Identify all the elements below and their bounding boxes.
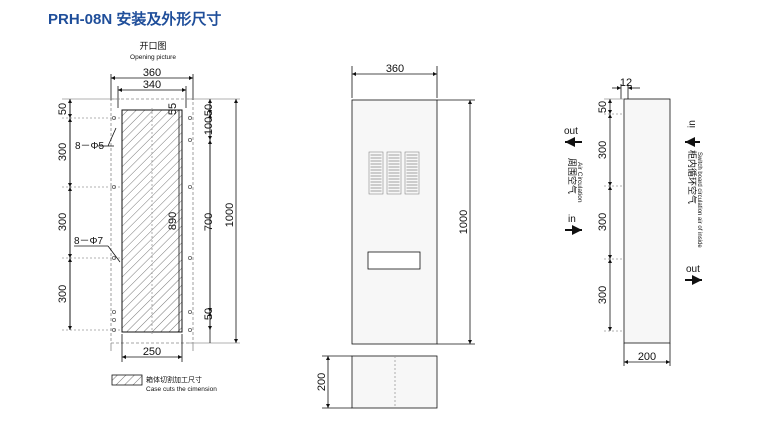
side-left-300c: 300 bbox=[597, 286, 609, 304]
front-base-200: 200 bbox=[316, 373, 328, 391]
page-title: PRH-08N 安装及外形尺寸 bbox=[48, 11, 222, 28]
front-view: 360 1000 200 bbox=[316, 63, 475, 409]
outer-case-outline bbox=[110, 98, 194, 344]
opening-top-100: 100 bbox=[203, 117, 215, 135]
switchboard-circulation-cn: 柜内循环空气 bbox=[687, 150, 698, 204]
mounting-holes bbox=[112, 116, 192, 332]
side-view: 12 50 300 300 300 200 out 周围空气 Air Circu… bbox=[564, 77, 702, 366]
front-cabinet bbox=[351, 99, 438, 345]
airflow-out-left: out bbox=[564, 126, 578, 137]
front-base bbox=[351, 355, 438, 409]
opening-dim-250: 250 bbox=[143, 346, 161, 358]
legend-cn: 箱体切割加工尺寸 bbox=[146, 375, 202, 384]
opening-label-en: Opening picture bbox=[130, 54, 176, 61]
side-left-50: 50 bbox=[597, 101, 609, 113]
opening-dim-360: 360 bbox=[143, 67, 161, 79]
opening-left-300b: 300 bbox=[57, 213, 69, 231]
side-depth-12: 12 bbox=[620, 77, 632, 89]
opening-left-300a: 300 bbox=[57, 143, 69, 161]
opening-top-55: 55 bbox=[167, 103, 179, 115]
side-left-300a: 300 bbox=[597, 141, 609, 159]
opening-dim-1000: 1000 bbox=[224, 203, 236, 227]
opening-label-cn: 开口图 bbox=[139, 41, 166, 51]
opening-dim-700: 700 bbox=[203, 213, 215, 231]
airflow-out-right: out bbox=[686, 264, 700, 275]
air-circulation-en: Air Circulation bbox=[576, 162, 583, 203]
front-display-slot bbox=[367, 251, 421, 270]
hole-phi5-label: 8－Φ5 bbox=[75, 141, 105, 152]
switchboard-circulation-en: Switch board circulation air of inside bbox=[696, 152, 702, 248]
airflow-in-right: in bbox=[687, 120, 698, 128]
opening-left-300c: 300 bbox=[57, 285, 69, 303]
side-left-300b: 300 bbox=[597, 213, 609, 231]
opening-picture: 开口图 Opening picture 360 340 250 bbox=[57, 41, 240, 393]
hole-phi7-label: 8－Φ7 bbox=[74, 236, 104, 247]
side-cabinet bbox=[623, 98, 671, 344]
side-bottom-200: 200 bbox=[638, 351, 656, 363]
opening-top-50: 50 bbox=[203, 104, 215, 116]
vent-louvres bbox=[368, 151, 420, 195]
opening-dim-890: 890 bbox=[167, 212, 179, 230]
legend-hatch-swatch bbox=[111, 374, 143, 386]
opening-dim-340: 340 bbox=[143, 79, 161, 91]
opening-left-50: 50 bbox=[57, 103, 69, 115]
legend-en: Case cuts the cimension bbox=[146, 386, 217, 393]
front-height-1000: 1000 bbox=[458, 210, 470, 234]
front-width-360: 360 bbox=[386, 63, 404, 75]
airflow-in-left: in bbox=[568, 214, 576, 225]
opening-bottom-50: 50 bbox=[203, 308, 215, 320]
air-circulation-cn: 周围空气 bbox=[567, 158, 578, 194]
